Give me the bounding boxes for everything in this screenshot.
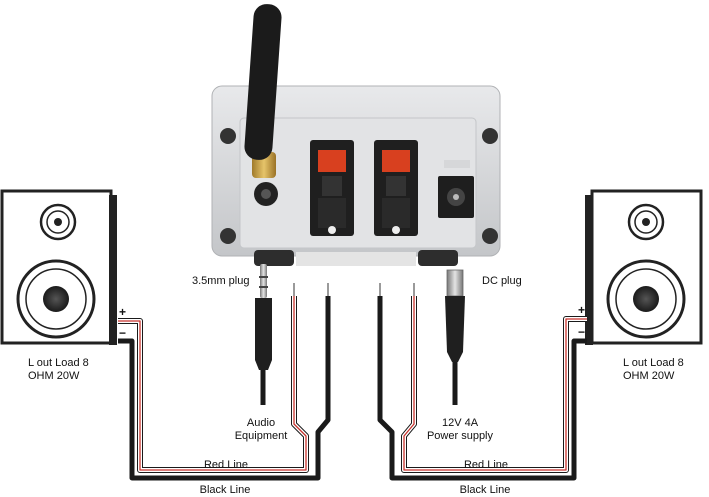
plus-sign-left: + xyxy=(119,305,127,319)
screw-icon xyxy=(220,228,236,244)
label-left-speaker-line2: OHM 20W xyxy=(28,370,80,382)
dc-plug xyxy=(445,269,465,405)
red-line-left xyxy=(118,296,309,473)
label-audio-line1: Audio xyxy=(246,417,276,429)
black-line-left xyxy=(118,296,331,481)
minus-sign-right: − xyxy=(578,325,586,339)
black-line-right xyxy=(377,296,587,481)
label-black-line-right: Black Line xyxy=(459,484,511,496)
plus-sign-right: + xyxy=(578,303,586,317)
terminal-red-clip-right xyxy=(382,150,410,172)
label-red-line-right: Red Line xyxy=(463,459,509,471)
amplifier-foot-right xyxy=(418,250,458,266)
plug-body xyxy=(255,298,272,370)
screw-icon xyxy=(220,128,236,144)
label-right-speaker-line1: L out Load 8 xyxy=(623,357,684,369)
label-right-speaker-line2: OHM 20W xyxy=(623,370,675,382)
antenna-rod xyxy=(244,4,282,160)
amplifier-shadow xyxy=(296,252,416,266)
bare-wire-tips xyxy=(293,283,415,296)
terminal-red-clip-left xyxy=(318,150,346,172)
amplifier-foot-left xyxy=(254,250,294,266)
label-audio-line2: Equipment xyxy=(234,430,288,442)
label-power-line2: Power supply xyxy=(426,430,494,442)
plug-tip xyxy=(260,264,267,298)
dc-plug-tip xyxy=(446,269,464,297)
label-red-line-left: Red Line xyxy=(203,459,249,471)
label-black-line-left: Black Line xyxy=(199,484,251,496)
label-jack-plug: 3.5mm plug xyxy=(192,275,250,287)
label-left-speaker-line1: L out Load 8 xyxy=(28,357,89,369)
screw-icon xyxy=(482,228,498,244)
red-line-right xyxy=(401,296,587,473)
speaker-left xyxy=(0,189,117,345)
antenna xyxy=(244,4,282,178)
label-power-line1: 12V 4A xyxy=(441,417,479,429)
dc-plug-body xyxy=(445,296,465,362)
speaker-right xyxy=(585,189,703,345)
label-dc-plug: DC plug xyxy=(482,275,522,287)
minus-sign-left: − xyxy=(119,326,127,340)
amplifier xyxy=(211,4,501,266)
screw-icon xyxy=(482,128,498,144)
audio-plug-3-5mm xyxy=(255,264,272,405)
